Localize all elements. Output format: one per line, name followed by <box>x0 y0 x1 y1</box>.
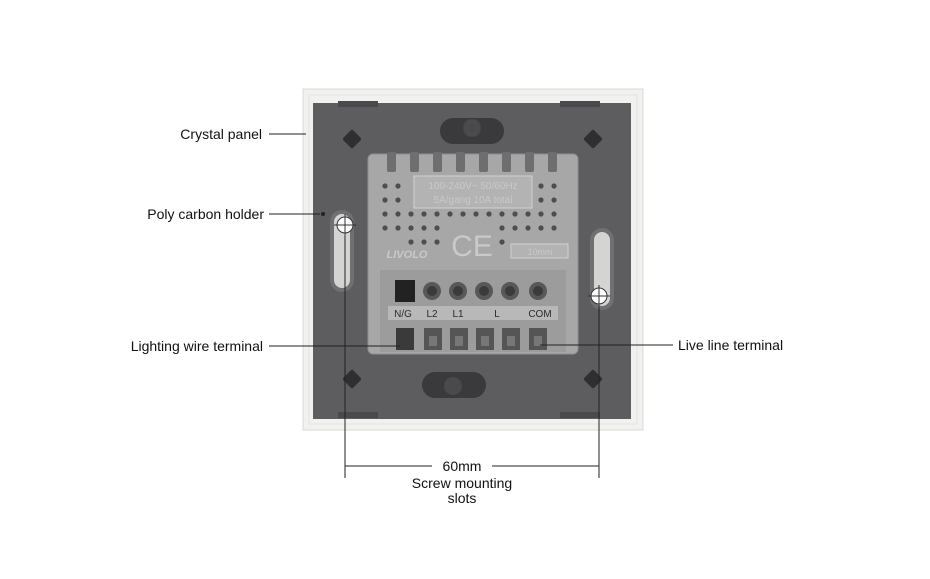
dimension-caption-line-1: Screw mounting <box>412 475 512 491</box>
terminal-label-ng: N/G <box>394 309 412 320</box>
strip-length-indicator: 10mm <box>510 243 569 259</box>
terminal-screw <box>449 282 467 300</box>
corner-hole-bottom-right <box>583 369 603 389</box>
terminal-screw <box>475 282 493 300</box>
vent-dots <box>382 183 557 245</box>
label-crystal-panel: Crystal panel <box>180 126 262 142</box>
terminal-screw <box>423 282 441 300</box>
strip-length-label: 10mm <box>527 247 552 257</box>
rating-line-1: 100-240V~ 50/60Hz <box>428 181 517 192</box>
rating-line-2: 5A/gang 10A total <box>434 195 513 206</box>
label-poly-carbon-holder: Poly carbon holder <box>147 206 264 222</box>
crosshair-left <box>334 214 356 236</box>
corner-hole-top-left <box>342 129 362 149</box>
terminal-block: N/G L2 L1 L COM <box>380 270 566 352</box>
terminal-screw <box>529 282 547 300</box>
dimension-caption-line-2: slots <box>448 490 477 506</box>
rating-box: 100-240V~ 50/60Hz 5A/gang 10A total <box>413 175 533 209</box>
module-body: 100-240V~ 50/60Hz 5A/gang 10A total CE L… <box>367 152 579 355</box>
leader-dot <box>321 212 325 216</box>
keyhole-slot-top <box>440 118 504 144</box>
dimension-60mm: 60mm Screw mounting slots <box>344 236 600 506</box>
label-lighting-wire-terminal: Lighting wire terminal <box>131 338 263 354</box>
terminal-label-com: COM <box>528 309 551 320</box>
screw-slot-right <box>590 228 614 310</box>
vent-slots <box>387 152 557 172</box>
dimension-value: 60mm <box>443 458 482 474</box>
ce-mark: CE <box>451 230 493 263</box>
terminal-screw <box>501 282 519 300</box>
terminal-label-l2: L2 <box>426 309 438 320</box>
brand-logo: LIVOLO <box>387 249 428 261</box>
crosshair-right <box>588 285 610 307</box>
corner-hole-bottom-left <box>342 369 362 389</box>
terminal-label-l1: L1 <box>452 309 464 320</box>
corner-hole-top-right <box>583 129 603 149</box>
label-live-line-terminal: Live line terminal <box>678 337 783 353</box>
terminal-label-l: L <box>494 309 500 320</box>
keyhole-slot-bottom <box>422 372 486 398</box>
